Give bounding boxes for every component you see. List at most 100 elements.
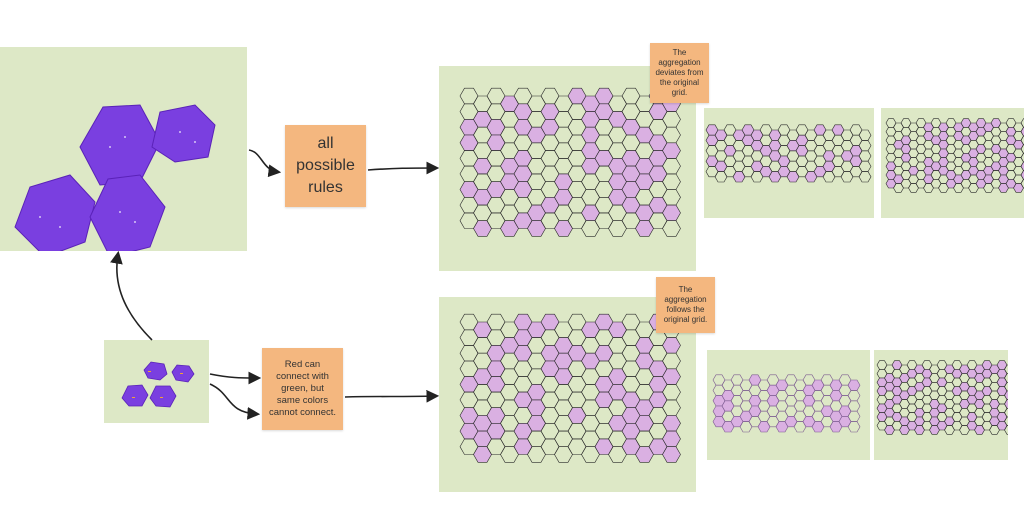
- aggregation-following-view-3: [874, 350, 1008, 460]
- hex-cell: [1020, 144, 1024, 154]
- hex-cell: [554, 158, 573, 175]
- hex-cell: [486, 134, 506, 151]
- hex-cell: [847, 379, 861, 391]
- hex-cell: [847, 400, 861, 412]
- hex-cell: [581, 126, 600, 144]
- hex-cell: [635, 220, 654, 237]
- hex-cell: [554, 173, 573, 190]
- hex-cell: [554, 142, 573, 159]
- aggregation-deviating-view-2: [704, 108, 874, 218]
- hex-cell: [608, 220, 627, 237]
- hex-cell: [540, 438, 560, 455]
- hex-grid: [876, 360, 1008, 435]
- aggregation-following-view-2: [707, 350, 870, 460]
- hex-cell: [662, 337, 681, 354]
- hex-cell: [554, 220, 573, 237]
- hex-cell: [581, 220, 600, 237]
- hexagon-grid-aggregation-image: [876, 360, 1008, 435]
- hex-cell: [473, 204, 492, 221]
- hexagon-grid-aggregation-image: [712, 374, 861, 433]
- hexagon-grid-aggregation-image: [459, 313, 681, 463]
- hex-cell: [513, 438, 533, 455]
- arrow-small-to-redgreen-top: [209, 371, 262, 385]
- hex-cell: [473, 446, 492, 463]
- hex-cell: [662, 446, 681, 463]
- hex-cell: [1020, 118, 1024, 128]
- hex-cell: [540, 103, 560, 120]
- hexagon-tile-image: [14, 104, 216, 251]
- hex-cell: [858, 129, 872, 141]
- hex-cell: [567, 423, 587, 440]
- hex-cell: [459, 391, 479, 408]
- hex-cell: [459, 345, 479, 362]
- follows-text: The aggregation follows the original gri…: [663, 285, 708, 324]
- hex-cell: [1004, 364, 1008, 375]
- hex-cell: [1004, 416, 1008, 426]
- hex-cell: [473, 220, 492, 237]
- hex-cell: [554, 430, 573, 447]
- hex-cell: [1004, 407, 1008, 418]
- hex-cell: [554, 384, 573, 401]
- red-green-note: Red can connect with green, but same col…: [262, 348, 343, 430]
- hex-cell: [594, 438, 614, 455]
- arrow-small-to-redgreen-bottom: [209, 383, 261, 420]
- hex-cell: [567, 407, 587, 424]
- hex-cell: [486, 391, 506, 408]
- large-tile-set-image: [0, 47, 247, 251]
- arrow-tiles-to-rules: [248, 149, 282, 178]
- hex-cell: [1020, 135, 1024, 146]
- hex-grid: [459, 313, 681, 463]
- arrow-small-to-large: [110, 250, 153, 341]
- hex-cell: [858, 171, 872, 183]
- hex-cell: [1004, 373, 1008, 383]
- hex-cell: [459, 87, 479, 105]
- hex-cell: [1004, 381, 1008, 392]
- hex-cell: [662, 415, 681, 432]
- hex-cell: [847, 390, 861, 402]
- aggregation-following-image: [439, 297, 696, 492]
- hex-cell: [1020, 152, 1024, 163]
- hex-cell: [459, 134, 479, 151]
- hex-grid: [712, 374, 861, 433]
- hex-cell: [473, 158, 492, 175]
- hex-cell: [540, 87, 560, 105]
- deviates-text: The aggregation deviates from the origin…: [655, 48, 704, 97]
- hex-cell: [847, 410, 861, 422]
- hex-grid: [705, 124, 872, 183]
- hex-cell: [1004, 399, 1008, 409]
- hex-cell: [1004, 425, 1008, 435]
- hex-grid: [459, 87, 681, 237]
- hex-cell: [858, 150, 872, 162]
- hex-grid: [885, 118, 1024, 193]
- hex-cell: [581, 204, 600, 221]
- all-rules-text: all possible rules: [296, 135, 355, 196]
- follows-note: The aggregation follows the original gri…: [656, 277, 715, 333]
- hex-cell: [473, 95, 492, 112]
- hexagon-grid-aggregation-image: [705, 124, 872, 183]
- aggregation-deviating-view-3: [881, 108, 1024, 218]
- hexagon-tile-image: [121, 361, 195, 408]
- hex-cell: [540, 150, 560, 167]
- red-green-text: Red can connect with green, but same col…: [268, 359, 337, 418]
- hex-cell: [567, 391, 587, 408]
- hex-cell: [1020, 161, 1024, 171]
- hex-cell: [847, 421, 861, 433]
- arrow-redgreen-to-aggregation: [344, 389, 440, 403]
- hex-cell: [554, 446, 573, 463]
- small-tile-set-image: [104, 340, 209, 423]
- hex-cell: [1020, 170, 1024, 180]
- arrow-rules-to-aggregation: [367, 161, 440, 175]
- hex-cell: [1020, 126, 1024, 137]
- hex-cell: [1020, 179, 1024, 189]
- hex-cell: [567, 438, 587, 455]
- deviates-note: The aggregation deviates from the origin…: [650, 43, 709, 103]
- hex-cell: [581, 189, 600, 206]
- hex-cell: [473, 321, 492, 338]
- hex-cell: [635, 337, 654, 354]
- hex-cell: [621, 87, 641, 105]
- hex-cell: [858, 140, 872, 152]
- all-rules-note: all possible rules: [285, 125, 366, 207]
- hex-cell: [858, 160, 872, 172]
- hex-cell: [662, 220, 681, 237]
- hex-cell: [581, 173, 600, 190]
